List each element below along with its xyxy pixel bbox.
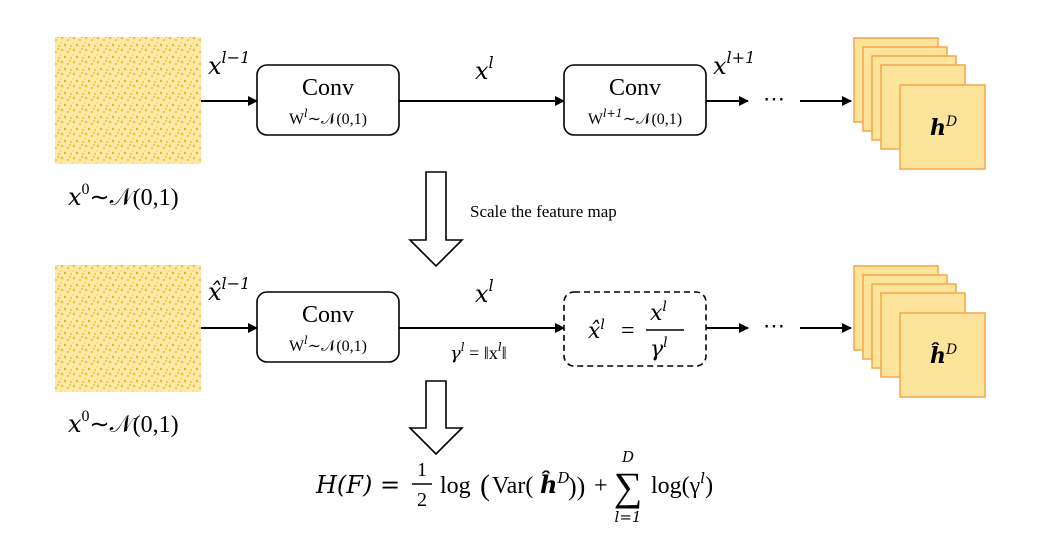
normalize-box: x̂l = xl γl [563, 291, 707, 367]
entropy-formula: H(F) = 1 2 log ( Var( ĥD )) + D ∑ l=1 lo… [315, 448, 713, 526]
svg-text:H(F) =: H(F) = [315, 471, 400, 499]
mid-label-top: xl [475, 53, 494, 85]
svg-text:Wl∼𝒩(0,1): Wl∼𝒩(0,1) [289, 107, 367, 128]
svg-text:Wl∼𝒩(0,1): Wl∼𝒩(0,1) [289, 334, 367, 355]
svg-text:Conv: Conv [302, 75, 354, 101]
feature-stack-bottom: ĥD [853, 265, 986, 398]
svg-text:1: 1 [417, 459, 427, 481]
noise-caption-bottom: x0∼𝒩(0,1) [68, 408, 179, 438]
noise-image-top [55, 37, 201, 164]
feature-stack-top: hD [853, 37, 986, 170]
down-arrow-scale [408, 171, 464, 268]
svg-text:Conv: Conv [302, 302, 354, 328]
gamma-definition: γl = ‖xl‖ [450, 340, 507, 364]
scale-caption: Scale the feature map [470, 202, 617, 221]
input-label-top: xl−1 [208, 48, 250, 80]
svg-text:hD: hD [930, 114, 957, 141]
svg-text:Var(: Var( [492, 473, 533, 499]
svg-text:ĥD: ĥD [930, 342, 957, 369]
svg-text:2: 2 [417, 489, 427, 511]
svg-text:l=1: l=1 [615, 508, 642, 526]
svg-text:log: log [440, 473, 471, 499]
ellipsis-top: ⋯ [763, 86, 785, 111]
input-label-bottom: x̂l−1 [208, 274, 250, 306]
ellipsis-bottom: ⋯ [763, 313, 785, 338]
svg-text:log(γl): log(γl) [651, 469, 713, 499]
conv-block-1-bottom: Conv Wl∼𝒩(0,1) [256, 291, 400, 363]
down-arrow-entropy [408, 380, 464, 456]
svg-text:∑: ∑ [614, 464, 643, 509]
svg-text:x̂l: x̂l [588, 317, 605, 344]
svg-text:Conv: Conv [609, 75, 661, 101]
svg-text:(: ( [480, 469, 490, 502]
svg-text:Wl+1∼𝒩(0,1): Wl+1∼𝒩(0,1) [588, 107, 682, 128]
conv-block-2-top: Conv Wl+1∼𝒩(0,1) [563, 64, 707, 136]
mid-label-bottom: xl [475, 276, 494, 308]
svg-text:xl: xl [650, 299, 667, 326]
noise-caption-top: x0∼𝒩(0,1) [68, 181, 179, 211]
svg-text:)): )) [568, 472, 585, 501]
svg-text:γl: γl [650, 335, 668, 362]
svg-text:D: D [621, 448, 634, 466]
noise-image-bottom [55, 265, 201, 392]
svg-text:=: = [621, 318, 635, 344]
svg-text:+: + [594, 473, 608, 499]
conv-block-1-top: Conv Wl∼𝒩(0,1) [256, 64, 400, 136]
svg-text:ĥD: ĥD [540, 469, 569, 499]
out-label-top: xl+1 [713, 48, 755, 80]
